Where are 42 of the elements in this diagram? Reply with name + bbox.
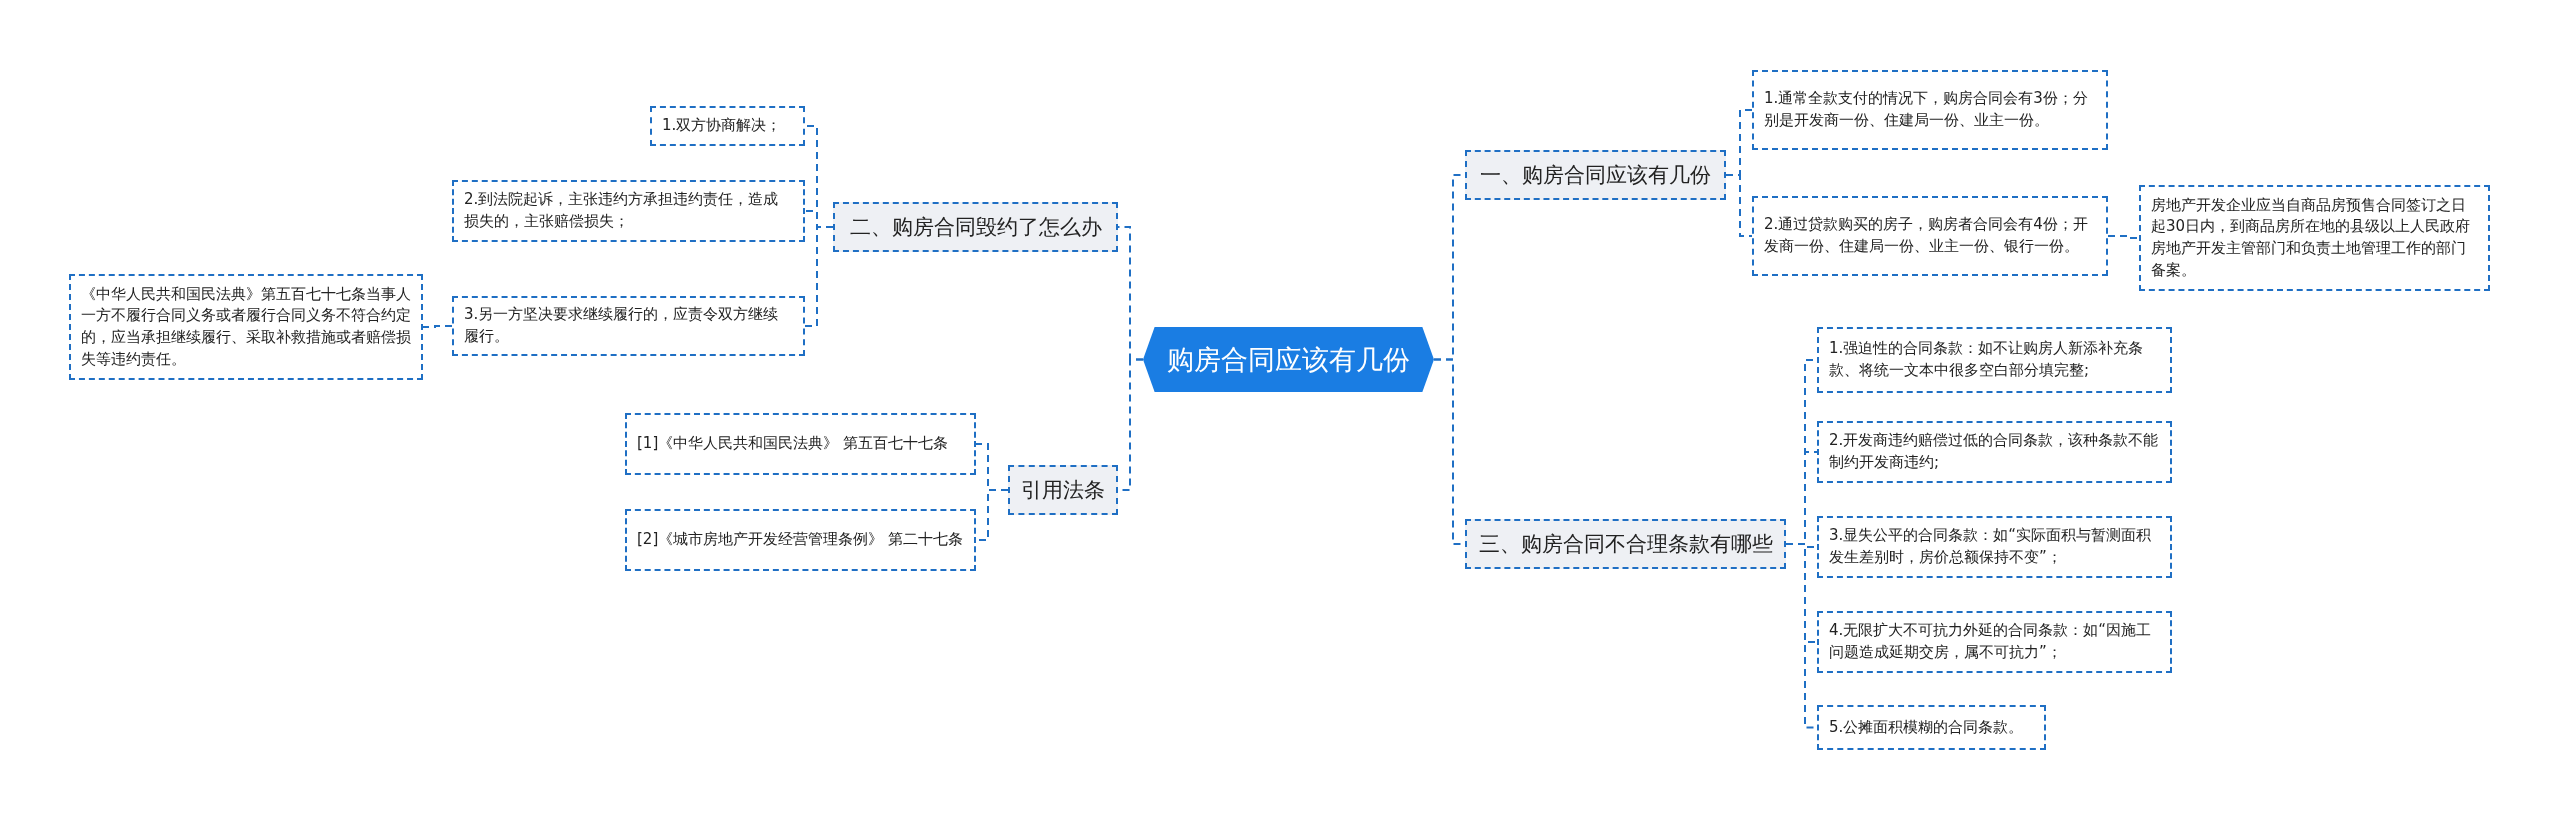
note-box bbox=[1752, 196, 2108, 276]
note-box bbox=[1817, 611, 2172, 673]
node-text: 《中华人民共和国民法典》第五百七十七条当事人一方不履行合同义务或者履行合同义务不符合约定的，应当承担继续履行、采取补救措施或者赔偿损失等违约责任。 bbox=[81, 283, 411, 370]
branch-box bbox=[833, 202, 1118, 252]
node-text: 三、购房合同不合理条款有哪些 bbox=[1478, 531, 1773, 558]
node-text: [1]《中华人民共和国民法典》 第五百七十七条 bbox=[637, 433, 948, 455]
note-box bbox=[1817, 327, 2172, 393]
node-text: 一、购房合同应该有几份 bbox=[1480, 162, 1711, 189]
branch-box bbox=[1465, 519, 1786, 569]
node-text: 2.到法院起诉，主张违约方承担违约责任，造成损失的，主张赔偿损失； bbox=[464, 189, 780, 232]
node-text: 二、购房合同毁约了怎么办 bbox=[849, 214, 1102, 241]
branch-box bbox=[1008, 465, 1118, 515]
connector-line bbox=[422, 325, 453, 328]
note-box bbox=[452, 296, 805, 356]
node-text: 5.公摊面积模糊的合同条款。 bbox=[1829, 716, 2024, 738]
node-text: 引用法条 bbox=[1021, 477, 1105, 504]
node-text: 房地产开发企业应当自商品房预售合同签订之日起30日内，到商品房所在地的县级以上人民政府房地产开发主管部门和负责土地管理工作的部门备案。 bbox=[2151, 194, 2472, 281]
connector-line bbox=[1725, 174, 1753, 237]
note-box bbox=[1817, 705, 2046, 750]
node-text: 购房合同应该有几份 bbox=[1167, 342, 1410, 377]
note-box bbox=[1817, 516, 2172, 578]
node-text: [2]《城市房地产开发经营管理条例》 第二十七条 bbox=[637, 529, 963, 551]
node-text: 2.开发商违约赔偿过低的合同条款，该种条款不能制约开发商违约; bbox=[1829, 430, 2160, 473]
node-text: 4.无限扩大不可抗力外延的合同条款：如“因施工问题造成延期交房，属不可抗力”； bbox=[1829, 620, 2153, 663]
branch-box bbox=[1465, 150, 1726, 200]
note-box bbox=[1752, 70, 2108, 150]
node-text: 1.强迫性的合同条款：如不让购房人新添补充条款、将统一文本中很多空白部分填完整; bbox=[1829, 338, 2145, 381]
node-text: 3.显失公平的合同条款：如“实际面积与暂测面积发生差别时，房价总额保持不变”； bbox=[1829, 525, 2153, 568]
topic-hexagon bbox=[1143, 327, 1434, 392]
note-box bbox=[452, 180, 805, 242]
connector-line bbox=[804, 226, 834, 327]
node-text: 1.双方协商解决； bbox=[662, 115, 782, 137]
note-box bbox=[650, 106, 805, 146]
note-box bbox=[69, 274, 423, 380]
note-box bbox=[2139, 185, 2490, 291]
node-text: 3.另一方坚决要求继续履行的，应责令双方继续履行。 bbox=[464, 304, 780, 347]
connector-line bbox=[2107, 235, 2140, 239]
node-text: 1.通常全款支付的情况下，购房合同会有3份；分别是开发商一份、住建局一份、业主一份。 bbox=[1764, 88, 2089, 131]
note-box bbox=[1817, 421, 2172, 483]
node-text: 2.通过贷款购买的房子，购房者合同会有4份；开发商一份、住建局一份、业主一份、银行一份。 bbox=[1764, 214, 2089, 257]
note-box bbox=[625, 413, 976, 475]
note-box bbox=[625, 509, 976, 571]
